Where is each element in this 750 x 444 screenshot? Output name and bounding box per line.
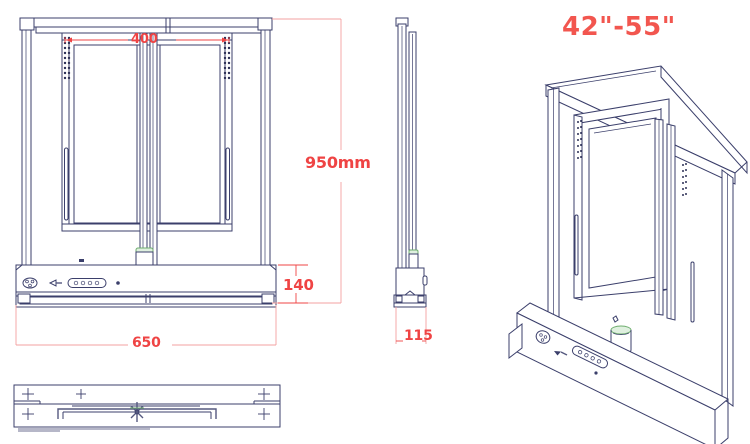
dimension-label-vesa-width: 400 — [131, 32, 158, 47]
dimension-label-total-height: 950mm — [305, 153, 371, 172]
dimension-label-base-width: 650 — [132, 335, 161, 351]
screen-size-label: 42"-55" — [562, 12, 676, 42]
control-panel — [22, 259, 120, 289]
front-elevation-view — [15, 17, 277, 308]
vesa-hole-pattern-left — [63, 36, 71, 80]
dimension-label-depth: 115 — [404, 328, 433, 344]
dimension-label-base-height: 140 — [283, 276, 314, 294]
dimension-annotations-side — [395, 307, 427, 344]
dimension-annotations-front — [15, 18, 342, 346]
side-elevation-view — [393, 17, 428, 308]
top-plan-view — [13, 384, 281, 432]
vesa-hole-pattern-right — [223, 36, 231, 80]
isometric-3d-view — [508, 65, 748, 444]
